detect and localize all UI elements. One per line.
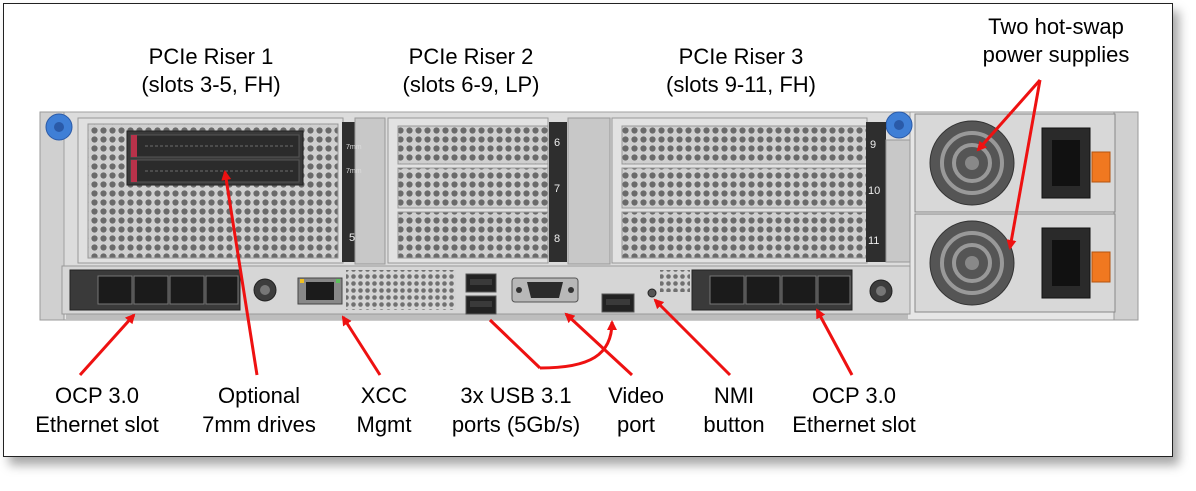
svg-text:button: button <box>703 412 764 437</box>
label-power-supplies: Two hot-swap power supplies <box>983 14 1130 67</box>
drive-tag-2: 7mm <box>346 168 362 175</box>
thumbscrew-icon[interactable] <box>253 278 277 302</box>
rack-handle-left[interactable] <box>45 113 73 141</box>
svg-text:Ethernet slot: Ethernet slot <box>792 412 916 437</box>
svg-text:PCIe Riser 2: PCIe Riser 2 <box>409 44 534 69</box>
svg-text:Optional: Optional <box>218 383 300 408</box>
slot-number-10: 10 <box>868 185 880 197</box>
arrow-xcc <box>341 315 382 376</box>
arrow-psu-1 <box>976 79 1042 152</box>
svg-text:Mgmt: Mgmt <box>357 412 412 437</box>
svg-text:XCC: XCC <box>361 383 408 408</box>
arrow-psu-2 <box>1006 79 1042 250</box>
svg-text:(slots 6-9, LP): (slots 6-9, LP) <box>403 72 540 97</box>
optional-7mm-drives[interactable] <box>126 130 304 186</box>
svg-text:7mm drives: 7mm drives <box>202 412 316 437</box>
arrow-usb <box>488 320 612 370</box>
svg-text:NMI: NMI <box>714 383 754 408</box>
callout-arrows <box>78 79 1042 377</box>
drive-tag-1: 7mm <box>346 144 362 151</box>
pcie-riser-3 <box>611 117 911 264</box>
svg-text:ports (5Gb/s): ports (5Gb/s) <box>452 412 580 437</box>
nmi-button[interactable] <box>647 288 657 298</box>
label-riser-1: PCIe Riser 1 (slots 3-5, FH) <box>141 44 280 97</box>
arrow-nmi <box>653 298 732 377</box>
arrow-ocp-left <box>78 313 136 377</box>
thumbscrew-icon-right[interactable] <box>869 279 893 303</box>
slot-number-5: 5 <box>349 232 355 244</box>
svg-text:OCP 3.0: OCP 3.0 <box>812 383 896 408</box>
label-xcc: XCC Mgmt <box>357 383 412 437</box>
label-riser-2: PCIe Riser 2 (slots 6-9, LP) <box>403 44 540 97</box>
svg-text:Ethernet slot: Ethernet slot <box>35 412 159 437</box>
svg-text:3x USB 3.1: 3x USB 3.1 <box>460 383 571 408</box>
arrow-video <box>564 312 634 377</box>
label-riser-3: PCIe Riser 3 (slots 9-11, FH) <box>666 44 816 97</box>
svg-text:PCIe Riser 3: PCIe Riser 3 <box>679 44 804 69</box>
svg-text:(slots 9-11, FH): (slots 9-11, FH) <box>666 72 816 97</box>
svg-text:Two hot-swap: Two hot-swap <box>988 14 1124 39</box>
arrow-ocp-right <box>815 308 854 376</box>
slot-number-8: 8 <box>554 233 560 245</box>
ocp-ethernet-slot-right[interactable] <box>691 269 853 311</box>
slot-number-11: 11 <box>868 235 879 247</box>
label-video: Video port <box>608 383 664 437</box>
svg-text:port: port <box>617 412 655 437</box>
rj45-port-icon[interactable] <box>297 277 343 305</box>
svg-text:PCIe Riser 1: PCIe Riser 1 <box>149 44 274 69</box>
usb-port-icon[interactable] <box>465 273 635 315</box>
svg-text:OCP 3.0: OCP 3.0 <box>55 383 139 408</box>
pcie-riser-2 <box>387 117 611 265</box>
power-supply-2[interactable] <box>914 213 1116 313</box>
label-nmi: NMI button <box>703 383 764 437</box>
arrow-drives <box>221 170 259 376</box>
vga-port-icon[interactable] <box>511 277 579 303</box>
slot-number-6: 6 <box>554 137 560 149</box>
power-supply-1[interactable] <box>914 113 1116 213</box>
label-ocp-right: OCP 3.0 Ethernet slot <box>792 383 916 437</box>
svg-text:(slots 3-5, FH): (slots 3-5, FH) <box>141 72 280 97</box>
svg-text:power supplies: power supplies <box>983 42 1130 67</box>
ocp-ethernet-slot-left[interactable] <box>69 269 241 311</box>
slot-number-7: 7 <box>554 183 560 195</box>
slot-number-9: 9 <box>870 139 876 151</box>
label-drives: Optional 7mm drives <box>202 383 316 437</box>
label-usb: 3x USB 3.1 ports (5Gb/s) <box>452 383 580 437</box>
svg-text:Video: Video <box>608 383 664 408</box>
rack-handle-right[interactable] <box>885 111 913 139</box>
label-ocp-left: OCP 3.0 Ethernet slot <box>35 383 159 437</box>
